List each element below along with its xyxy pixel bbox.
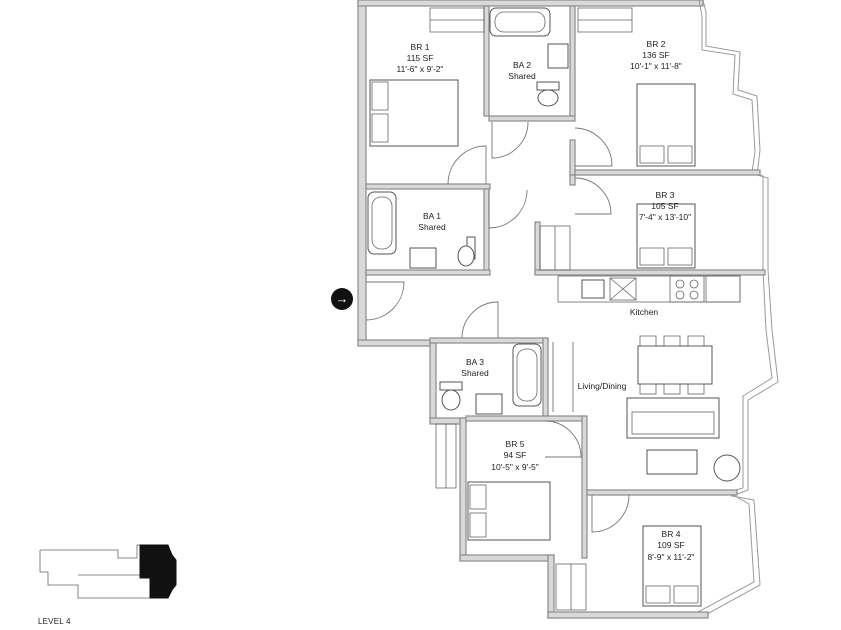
br3-dims: 7'-4" x 13'-10" bbox=[639, 212, 691, 222]
bath-fixtures bbox=[367, 7, 569, 415]
br2-dims: 10'-1" x 11'-8" bbox=[630, 61, 682, 71]
br4-name: BR 4 bbox=[662, 529, 681, 539]
ba1-name: BA 1 bbox=[423, 211, 441, 221]
room-labels: BR 1 115 SF 11'-6" x 9'-2" BA 2 Shared B… bbox=[397, 39, 695, 562]
br4-dims: 8'-9" x 11'-2" bbox=[648, 552, 695, 562]
closets bbox=[429, 7, 633, 611]
key-plan bbox=[39, 544, 177, 599]
br5-area: 94 SF bbox=[504, 450, 527, 460]
br3-name: BR 3 bbox=[656, 190, 675, 200]
br4-area: 109 SF bbox=[657, 540, 684, 550]
br1-area: 115 SF bbox=[407, 53, 434, 63]
br5-dims: 10'-5" x 9'-5" bbox=[491, 462, 539, 472]
br3-area: 105 SF bbox=[651, 201, 678, 211]
arrow-right-icon: → bbox=[331, 288, 353, 310]
interior-walls bbox=[365, 5, 766, 559]
br2-name: BR 2 bbox=[647, 39, 666, 49]
beds bbox=[369, 79, 702, 607]
ba2-note: Shared bbox=[508, 71, 536, 81]
br2-area: 136 SF bbox=[642, 50, 669, 60]
kitchen-fixtures bbox=[557, 275, 741, 303]
ba3-name: BA 3 bbox=[466, 357, 484, 367]
level-label: LEVEL 4 bbox=[38, 617, 71, 626]
living-label: Living/Dining bbox=[578, 381, 627, 391]
br5-name: BR 5 bbox=[506, 439, 525, 449]
ba2-name: BA 2 bbox=[513, 60, 531, 70]
br1-dims: 11'-6" x 9'-2" bbox=[397, 64, 444, 74]
doors bbox=[365, 121, 630, 533]
ba1-note: Shared bbox=[418, 222, 446, 232]
living-furniture bbox=[552, 335, 741, 482]
kitchen-label: Kitchen bbox=[630, 307, 659, 317]
exterior-walls bbox=[357, 0, 779, 619]
br1-name: BR 1 bbox=[411, 42, 430, 52]
ba3-note: Shared bbox=[461, 368, 489, 378]
key-plan-highlight bbox=[139, 544, 177, 599]
